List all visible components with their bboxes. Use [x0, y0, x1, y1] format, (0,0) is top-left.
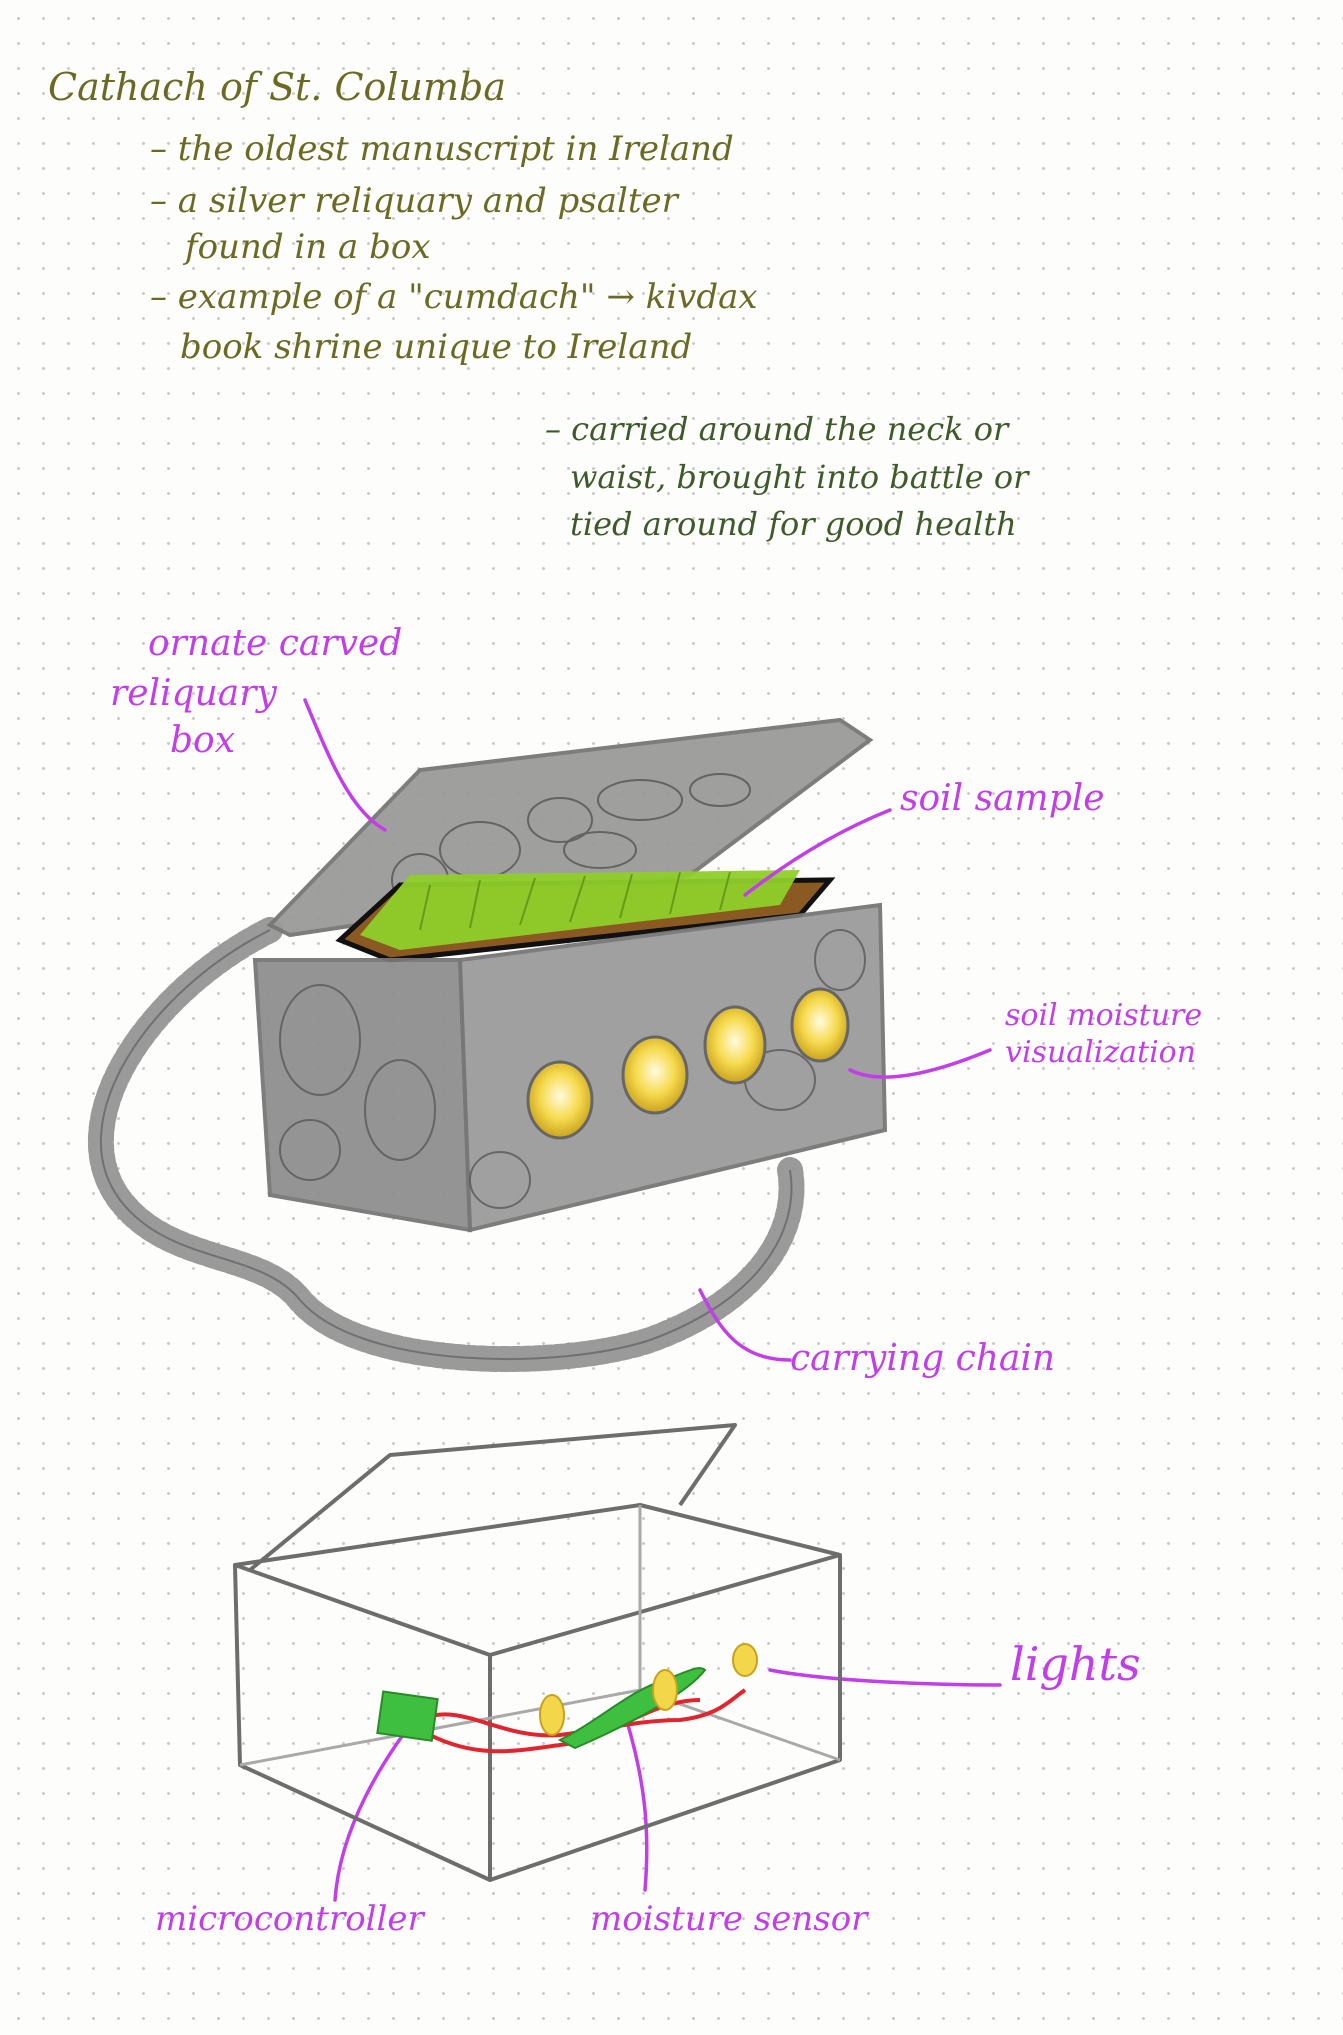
label-box-line-2: reliquary — [110, 673, 277, 714]
light-3 — [703, 1005, 767, 1085]
notes-title: Cathach of St. Columba — [48, 65, 506, 109]
notes-side-line-1: – carried around the neck or — [545, 410, 1010, 448]
box-front — [252, 958, 473, 1233]
notes-block: Cathach of St. Columba – the oldest manu… — [48, 65, 1030, 543]
moisture-lights — [526, 987, 850, 1140]
notes-bullet-2-line-1: – a silver reliquary and psalter — [150, 181, 680, 221]
label-lights: lights — [1010, 1637, 1141, 1691]
wire-light-1 — [539, 1694, 565, 1736]
notes-bullet-2-line-2: found in a box — [182, 227, 431, 267]
wireframe-box-drawing — [233, 1423, 842, 1882]
wire-light-2 — [652, 1669, 678, 1711]
notes-bullet-3-line-2: book shrine unique to Ireland — [180, 327, 692, 367]
leader-lines — [303, 698, 1002, 1902]
electronics — [376, 1643, 758, 1754]
label-soil-sample: soil sample — [900, 778, 1105, 819]
notes-side-line-2: waist, brought into battle or — [570, 458, 1030, 496]
light-1 — [526, 1060, 594, 1140]
labels: ornate carved reliquary box soil sample … — [110, 623, 1202, 1939]
notes-bullet-3-line-1: – example of a "cumdach" → kivdax — [150, 277, 758, 317]
reliquary-box-drawing — [88, 717, 888, 1373]
wireframe-lid — [248, 1423, 737, 1572]
label-carrying-chain: carrying chain — [790, 1338, 1055, 1379]
label-moisture-viz-line-1: soil moisture — [1005, 998, 1202, 1033]
label-box-line-1: ornate carved — [148, 623, 402, 664]
microcontroller-board — [376, 1690, 439, 1742]
label-moisture-sensor: moisture sensor — [590, 1899, 869, 1939]
light-2 — [621, 1035, 689, 1115]
notes-bullet-1: – the oldest manuscript in Ireland — [150, 129, 734, 169]
label-microcontroller: microcontroller — [155, 1899, 426, 1939]
grass — [360, 870, 800, 950]
label-moisture-viz-line-2: visualization — [1005, 1035, 1196, 1070]
notes-side-line-3: tied around for good health — [570, 505, 1017, 543]
light-4 — [790, 987, 850, 1063]
label-box-line-3: box — [170, 720, 235, 761]
wireframe-front — [233, 1563, 492, 1882]
wire-light-3 — [732, 1643, 758, 1677]
